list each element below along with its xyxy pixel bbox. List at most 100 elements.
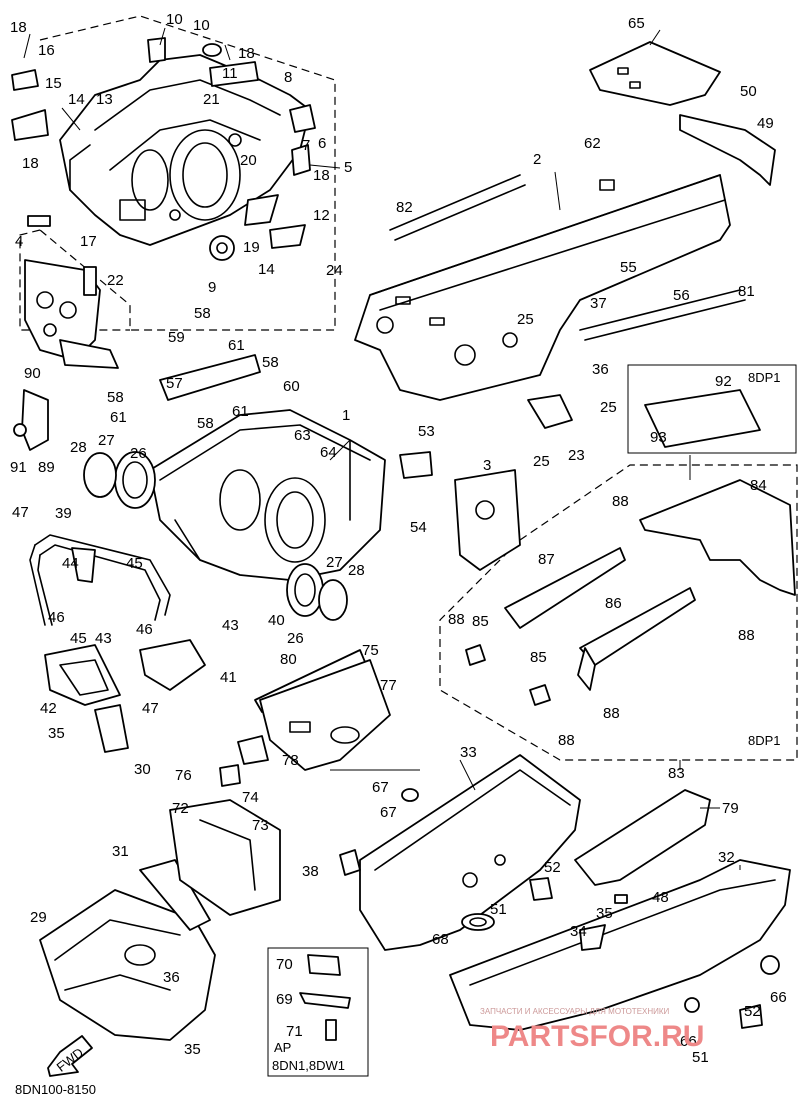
- callout-12: 12: [313, 207, 330, 224]
- callout-10: 10: [193, 17, 210, 34]
- callout-30: 30: [134, 761, 151, 778]
- callout-11: 11: [222, 65, 238, 82]
- callout-14: 14: [258, 261, 275, 278]
- nose-cone-group: [39, 799, 281, 1077]
- ap-label-line2: 8DN1,8DW1: [272, 1058, 345, 1073]
- callout-60: 60: [283, 378, 300, 395]
- variant-box-upper: [627, 364, 797, 454]
- callout-67: 67: [380, 804, 397, 821]
- callout-92: 92: [715, 373, 732, 390]
- watermark-tagline: ЗАПЧАСТИ И АКСЕССУАРЫ ДЛЯ МОТОТЕХНИКИ: [480, 1007, 670, 1016]
- callout-40: 40: [268, 612, 285, 629]
- callout-52: 52: [744, 1003, 761, 1020]
- tunnel-group: [339, 754, 581, 951]
- callout-18: 18: [22, 155, 39, 172]
- variant-label-lower: 8DP1: [748, 733, 781, 748]
- callout-19: 19: [243, 239, 260, 256]
- callout-74: 74: [242, 789, 259, 806]
- callout-26: 26: [287, 630, 304, 647]
- callout-45: 45: [126, 555, 143, 572]
- callout-88: 88: [603, 705, 620, 722]
- callout-81: 81: [738, 283, 755, 300]
- callout-31: 31: [112, 843, 129, 860]
- callout-39: 39: [55, 505, 72, 522]
- callout-7: 7: [302, 137, 310, 154]
- callout-93: 93: [650, 429, 667, 446]
- callout-9: 9: [208, 279, 216, 296]
- callout-labels: 18 16 15 14 13 10 10 18 11 8 21 6 7 5 20…: [10, 11, 787, 1066]
- callout-62: 62: [584, 135, 601, 152]
- callout-76: 76: [175, 767, 192, 784]
- callout-78: 78: [282, 752, 299, 769]
- diagram-code: 8DN100-8150: [15, 1082, 96, 1097]
- callout-15: 15: [45, 75, 62, 92]
- callout-72: 72: [172, 800, 189, 817]
- callout-17: 17: [80, 233, 97, 250]
- callout-73: 73: [252, 817, 269, 834]
- variant-8dp1-group: [439, 364, 798, 761]
- callout-6: 6: [318, 135, 326, 152]
- callout-35: 35: [596, 905, 613, 922]
- callout-55: 55: [620, 259, 637, 276]
- callout-57: 57: [166, 375, 183, 392]
- callout-32: 32: [718, 849, 735, 866]
- callout-38: 38: [302, 863, 319, 880]
- callout-75: 75: [362, 642, 379, 659]
- callout-90: 90: [24, 365, 41, 382]
- bumper-bar-group: [29, 534, 206, 753]
- callout-80: 80: [280, 651, 297, 668]
- leader-lines: [23, 27, 741, 870]
- running-board-group: [449, 789, 791, 1031]
- callout-18: 18: [238, 45, 255, 62]
- callout-46: 46: [136, 621, 153, 638]
- callout-70: 70: [276, 956, 293, 973]
- rear-frame-group: [354, 41, 776, 429]
- callout-5: 5: [344, 159, 352, 176]
- callout-29: 29: [30, 909, 47, 926]
- callout-45: 45: [70, 630, 87, 647]
- callout-61: 61: [228, 337, 245, 354]
- callout-88: 88: [558, 732, 575, 749]
- callout-23: 23: [568, 447, 585, 464]
- callout-2: 2: [533, 151, 541, 168]
- callout-28: 28: [348, 562, 365, 579]
- callout-26: 26: [130, 445, 147, 462]
- callout-21: 21: [203, 91, 220, 108]
- callout-85: 85: [472, 613, 489, 630]
- callout-27: 27: [326, 554, 343, 571]
- callout-91: 91: [10, 459, 27, 476]
- ap-box-frame: [267, 947, 369, 1077]
- callout-13: 13: [96, 91, 113, 108]
- callout-22: 22: [107, 272, 124, 289]
- callout-36: 36: [592, 361, 609, 378]
- callout-68: 68: [432, 931, 449, 948]
- callout-88: 88: [448, 611, 465, 628]
- callout-18: 18: [10, 19, 27, 36]
- callout-18: 18: [313, 167, 330, 184]
- callout-84: 84: [750, 477, 767, 494]
- callout-52: 52: [544, 859, 561, 876]
- callout-79: 79: [722, 800, 739, 817]
- callout-25: 25: [533, 453, 550, 470]
- callout-58: 58: [262, 354, 279, 371]
- callout-77: 77: [380, 677, 397, 694]
- skid-plate-group: [219, 649, 391, 787]
- callout-35: 35: [48, 725, 65, 742]
- callout-49: 49: [757, 115, 774, 132]
- callout-86: 86: [605, 595, 622, 612]
- callout-1: 1: [342, 407, 350, 424]
- callout-66: 66: [680, 1033, 697, 1050]
- callout-85: 85: [530, 649, 547, 666]
- callout-41: 41: [220, 669, 237, 686]
- callout-44: 44: [62, 555, 79, 572]
- callout-54: 54: [410, 519, 427, 536]
- callout-71: 71: [286, 1023, 303, 1040]
- callout-34: 34: [570, 923, 587, 940]
- callout-20: 20: [240, 152, 257, 169]
- callout-65: 65: [628, 15, 645, 32]
- callout-58: 58: [107, 389, 124, 406]
- callout-25: 25: [600, 399, 617, 416]
- callout-8: 8: [284, 69, 292, 86]
- watermark-brand: PARTSFOR.RU: [490, 1020, 704, 1053]
